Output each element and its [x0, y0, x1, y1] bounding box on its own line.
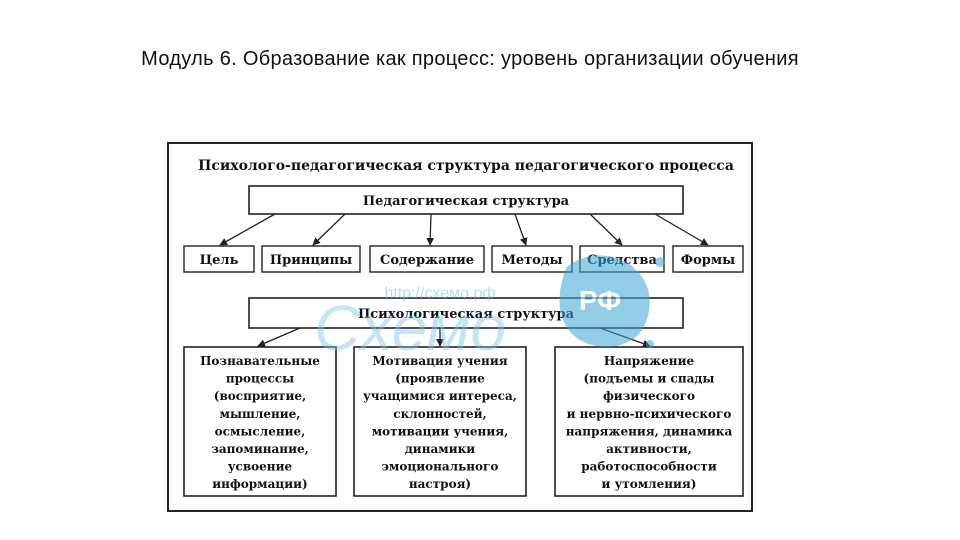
- column-text-tension: активности,: [606, 442, 692, 456]
- watermark-splash-dot: [646, 340, 654, 348]
- arrow-to-principles: [312, 213, 346, 246]
- column-text-cognitive: (восприятие,: [214, 389, 306, 403]
- component-box-methods: [491, 245, 573, 273]
- column-boxes: [183, 346, 744, 497]
- component-label-methods: Методы: [501, 253, 562, 268]
- column-text-motivation: склонностей,: [393, 407, 486, 421]
- watermark-splash: [559, 255, 650, 347]
- arrow-to-content: [426, 213, 435, 246]
- column-text-cognitive: усвоение: [228, 460, 293, 474]
- arrow-to-forms: [654, 213, 709, 246]
- arrow-to-methods: [514, 213, 528, 246]
- component-arrows: [219, 213, 709, 246]
- arrow-to-cognitive: [257, 327, 301, 347]
- watermark: РФ http://схемо.рф Схемо: [314, 255, 665, 364]
- arrow-to-means: [589, 213, 623, 246]
- watermark-url: http://схемо.рф: [384, 285, 495, 302]
- component-label-goal: Цель: [200, 253, 239, 268]
- component-label-forms: Формы: [681, 253, 735, 268]
- psychological-structure-label: Психологическая структура: [358, 307, 575, 322]
- column-text-tension: напряжения, динамика: [566, 424, 733, 438]
- watermark-logo: Схемо: [314, 292, 506, 364]
- column-text-motivation: учащимися интереса,: [363, 389, 517, 403]
- slide-title: Модуль 6. Образование как процесс: урове…: [141, 48, 799, 70]
- component-label-content: Содержание: [380, 253, 474, 268]
- column-text-motivation: настроя): [409, 477, 471, 491]
- column-text-cognitive: запоминание,: [211, 442, 309, 456]
- column-text-motivation: мотивации учения,: [372, 424, 509, 438]
- column-text-tension: Напряжение: [604, 354, 695, 368]
- arrow-to-goal: [219, 213, 276, 246]
- column-text-cognitive: осмысление,: [215, 424, 306, 438]
- column-text-tension: работоспособности: [581, 460, 717, 474]
- column-box-motivation: [353, 346, 527, 497]
- component-box-principles: [261, 245, 361, 273]
- component-box-content: [369, 245, 485, 273]
- column-text-cognitive: Познавательные: [200, 354, 320, 368]
- component-box-forms: [672, 245, 744, 273]
- column-text-tension: (подъемы и спады: [584, 372, 715, 386]
- column-text-cognitive: информации): [212, 477, 307, 491]
- column-text-cognitive: процессы: [226, 372, 294, 386]
- pedagogical-structure-box: [248, 185, 684, 215]
- column-text-cognitive: мышление,: [220, 407, 301, 421]
- column-text-motivation: (проявление: [395, 372, 485, 386]
- pedagogical-structure-label: Педагогическая структура: [363, 194, 570, 209]
- column-text-motivation: Мотивация учения: [372, 354, 507, 368]
- column-box-tension: [554, 346, 744, 497]
- component-box-goal: [183, 245, 255, 273]
- watermark-badge: РФ: [579, 285, 621, 316]
- column-text-motivation: динамики: [405, 442, 475, 456]
- diagram-header: Психолого-педагогическая структура педаг…: [198, 158, 734, 174]
- column-text-tension: и утомления): [602, 477, 697, 491]
- column-text-tension: физического: [603, 389, 695, 403]
- column-text-motivation: эмоционального: [382, 460, 499, 474]
- watermark-splash-dot: [655, 257, 665, 267]
- column-text-tension: и нервно-психического: [567, 407, 732, 421]
- component-label-principles: Принципы: [270, 253, 352, 268]
- column-box-cognitive: [183, 346, 337, 497]
